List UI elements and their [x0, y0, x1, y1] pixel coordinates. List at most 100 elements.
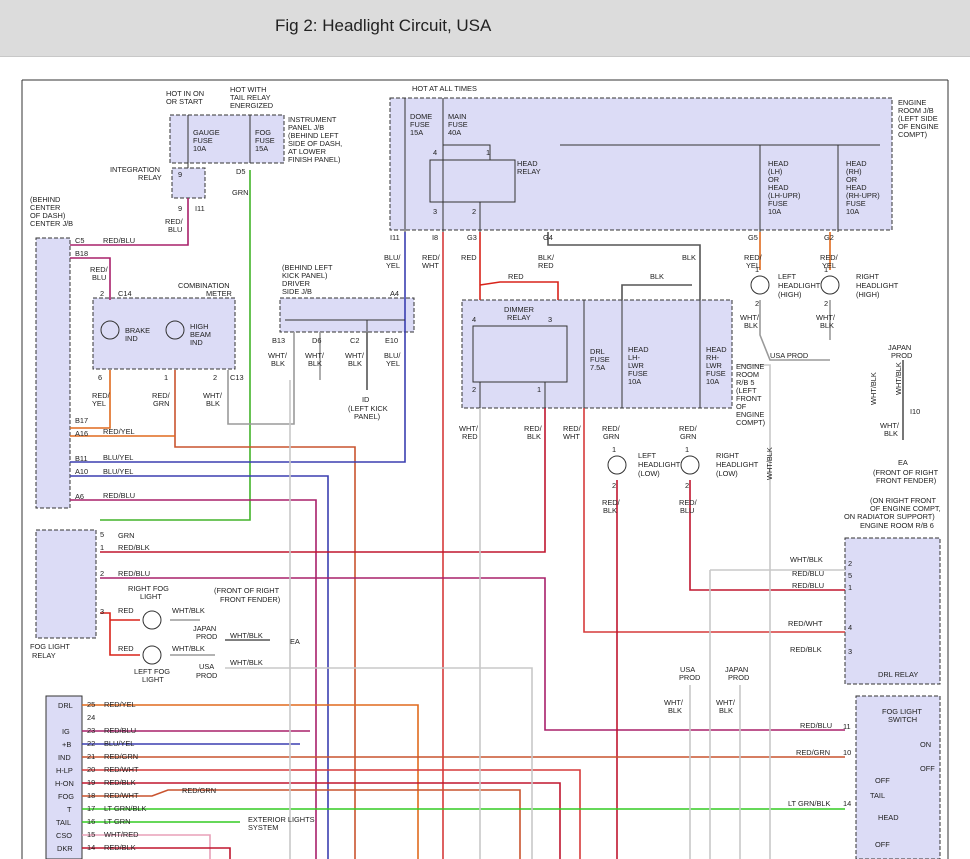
- high-beam-ind-lamp: [165, 320, 185, 340]
- label: PANEL): [354, 412, 380, 421]
- label: C5: [75, 236, 84, 245]
- label: RED/BLK: [790, 645, 822, 654]
- conn-pin: 21: [87, 752, 95, 761]
- label: G2: [824, 233, 834, 242]
- label: ENGINE ROOM R/B 6: [860, 521, 934, 530]
- label: CENTER J/B: [30, 219, 73, 228]
- label: INSTRUMENT: [288, 115, 337, 124]
- label: 7.5A: [590, 363, 605, 372]
- wire-red-yel-25: [82, 704, 419, 859]
- label: RED: [462, 432, 478, 441]
- label: WHT: [422, 261, 439, 270]
- label: HEAD: [628, 345, 649, 354]
- label: CENTER: [30, 203, 60, 212]
- label: HEAD: [878, 813, 899, 822]
- conn-function: DKR: [57, 844, 73, 853]
- engine-room-jb: [389, 97, 893, 231]
- wire-red-left-fog: [100, 612, 140, 656]
- pin-numbers: 9 9 2 6 1 2 4 1 3 2 1 2 1 2 4 3 2 1 1 2 …: [98, 148, 852, 808]
- pin: 2: [213, 373, 217, 382]
- label: YEL: [746, 261, 760, 270]
- label: D5: [236, 167, 245, 176]
- conn-pin: 24: [87, 713, 95, 722]
- junction-conductors: [187, 98, 880, 408]
- label: FRONT FENDER): [876, 476, 936, 485]
- instrument-panel-jb: [169, 114, 285, 164]
- label: FUSE: [590, 355, 610, 364]
- wire-blu-yel-a10: [70, 475, 329, 859]
- label: HOT AT ALL TIMES: [412, 84, 477, 93]
- pin: 9: [178, 204, 182, 213]
- label: BLK: [206, 399, 220, 408]
- engine-room-rb6: [844, 537, 941, 685]
- pin: 2: [472, 385, 476, 394]
- label: LWR: [628, 361, 644, 370]
- label: ENGINE: [898, 98, 926, 107]
- label: RED/YEL: [103, 427, 135, 436]
- conn-wire: LT GRN: [104, 817, 130, 826]
- conn-wire: RED/YEL: [104, 700, 136, 709]
- label: HOT WITH: [230, 85, 266, 94]
- pin: 4: [433, 148, 437, 157]
- label: GRN: [232, 188, 248, 197]
- label: WHT/: [816, 313, 836, 322]
- label: WHT/BLK: [172, 644, 205, 653]
- label: (BEHIND LEFT: [288, 131, 339, 140]
- label: R/B 5: [736, 378, 754, 387]
- label: YEL: [822, 261, 836, 270]
- conn-function: +B: [62, 740, 71, 749]
- wire-red-blu-relay: [100, 577, 845, 731]
- label: (LH-UPR): [768, 191, 800, 200]
- label: FINISH PANEL): [288, 155, 340, 164]
- pin: 3: [848, 647, 852, 656]
- pin: 6: [98, 373, 102, 382]
- label: TAIL RELAY: [230, 93, 271, 102]
- integration-relay: [171, 167, 206, 199]
- label: RED/: [90, 265, 109, 274]
- label: COMPT): [736, 418, 765, 427]
- label: ENERGIZED: [230, 101, 273, 110]
- pin: 3: [548, 315, 552, 324]
- label: USA: [680, 665, 695, 674]
- label: GRN: [153, 399, 169, 408]
- label: IND: [190, 338, 203, 347]
- label: BLK: [820, 321, 834, 330]
- label: RED/: [602, 498, 621, 507]
- conn-wire: RED/BLK: [104, 778, 136, 787]
- label: RH-: [706, 353, 720, 362]
- label: I10: [910, 407, 920, 416]
- pin: 3: [100, 607, 104, 616]
- right-fog-lamp: [142, 610, 162, 630]
- label: BLU/YEL: [103, 467, 133, 476]
- label: USA: [199, 662, 214, 671]
- combination-switch-connector: [45, 695, 83, 859]
- label: RED/BLU: [103, 491, 135, 500]
- label: RED/: [744, 253, 763, 262]
- pin: 1: [755, 265, 759, 274]
- right-headlight-low-lamp: [680, 455, 700, 475]
- center-jb: [35, 237, 71, 509]
- label: OF ENGINE COMPT,: [870, 504, 941, 513]
- wires: [70, 170, 845, 859]
- label: HEAD: [846, 183, 867, 192]
- conn-function: TAIL: [56, 818, 71, 827]
- wire-wht-blk-drl: [740, 364, 771, 859]
- label: DRL: [590, 347, 605, 356]
- label: (BEHIND: [30, 195, 60, 204]
- conn-wire: RED/BLU: [104, 726, 136, 735]
- label: D6: [312, 336, 321, 345]
- pin: 1: [824, 265, 828, 274]
- label: 40A: [448, 128, 461, 137]
- label: MAIN: [448, 112, 466, 121]
- label: I8: [432, 233, 438, 242]
- label: GRN: [603, 432, 619, 441]
- label: G5: [748, 233, 758, 242]
- pin: 1: [100, 543, 104, 552]
- label: I11: [195, 204, 205, 213]
- wire-red-grn-beam: [174, 370, 356, 859]
- wire-red-blu-right-low: [689, 480, 845, 591]
- label: FRONT FENDER): [220, 595, 280, 604]
- wire-blk-dimmer: [621, 284, 692, 300]
- wire-wht-blk-c13: [227, 332, 295, 425]
